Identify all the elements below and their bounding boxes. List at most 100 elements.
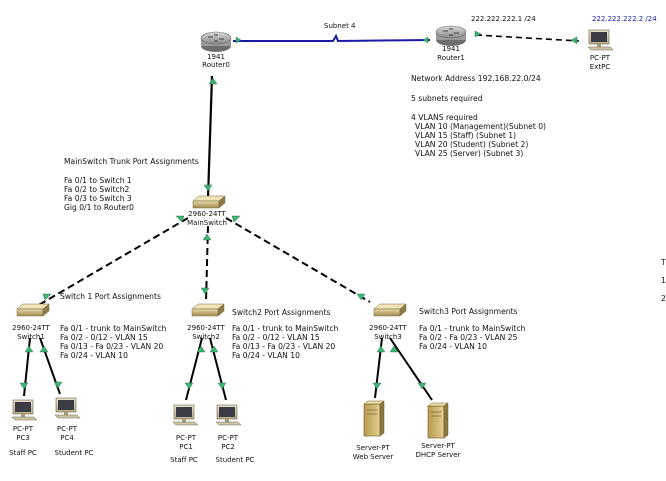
serial-link-subnet4[interactable] xyxy=(233,33,431,43)
router1[interactable]: 1941 Router1 xyxy=(435,25,467,62)
dhcpserver-name: DHCP Server xyxy=(416,451,461,459)
port-up-icon xyxy=(203,184,213,192)
port-up-icon xyxy=(231,215,241,223)
port-up-icon xyxy=(376,345,386,353)
pc1-name: PC1 xyxy=(179,443,193,451)
pc4[interactable]: PC-PT PC4 Student PC xyxy=(54,397,94,457)
network-info-notes: Network Address 192.168.22.0/24 5 subnet… xyxy=(411,74,546,158)
mainswitch-port-notes: MainSwitch Trunk Port Assignments Fa 0/1… xyxy=(64,157,199,212)
port-line: Fa 0/13 - Fa 0/23 - VLAN 20 xyxy=(60,342,163,351)
pc4-name: PC4 xyxy=(60,434,74,442)
vlan-line: VLAN 15 (Staff) (Subnet 1) xyxy=(415,131,516,140)
switch1[interactable]: 2960-24TT Switch1 xyxy=(12,303,51,341)
mainswitch-name: MainSwitch xyxy=(187,219,227,227)
pc2-model: PC-PT xyxy=(218,434,239,442)
dhcpserver-model: Server-PT xyxy=(421,442,455,450)
router0-model: 1941 xyxy=(207,53,225,61)
pc1[interactable]: PC-PT PC1 Staff PC xyxy=(170,404,199,464)
pc4-model: PC-PT xyxy=(57,425,78,433)
port-line: Fa 0/1 to Switch 1 xyxy=(64,176,132,185)
switch2[interactable]: 2960-24TT Switch2 xyxy=(187,303,226,341)
switch1-port-notes: Switch 1 Port Assignments Fa 0/1 - trunk… xyxy=(60,292,167,360)
pc3[interactable]: PC-PT PC3 Staff PC xyxy=(9,399,38,457)
port-line: Fa 0/1 - trunk to MainSwitch xyxy=(232,324,339,333)
port-up-icon xyxy=(372,382,382,390)
extpc-ip-label: 222.222.222.2 /24 xyxy=(592,15,657,23)
port-up-icon xyxy=(474,30,482,38)
link-router1-extpc[interactable] xyxy=(475,34,580,42)
link-mainswitch-switch3[interactable] xyxy=(225,217,371,303)
vlans-title: 4 VLANS required xyxy=(411,113,478,122)
port-up-icon xyxy=(175,215,185,223)
switch2-ports-title: Switch2 Port Assignments xyxy=(232,308,331,317)
pc2-role: Student PC xyxy=(216,456,255,464)
router0[interactable]: 1941 Router0 xyxy=(200,31,232,69)
port-line: Fa 0/2 - 0/12 - VLAN 15 xyxy=(232,333,320,342)
mainswitch-model: 2960-24TT xyxy=(188,210,226,218)
port-up-icon xyxy=(202,233,212,241)
vlan-line: VLAN 10 (Management)(Subnet 0) xyxy=(415,122,546,131)
link-switch3-dhcpserver[interactable] xyxy=(389,337,433,401)
router1-name: Router1 xyxy=(437,54,465,62)
port-up-icon xyxy=(196,345,206,353)
pc4-role: Student PC xyxy=(55,449,94,457)
port-line: Fa 0/24 - VLAN 10 xyxy=(232,351,300,360)
switch3-port-notes: Switch3 Port Assignments Fa 0/1 - trunk … xyxy=(419,307,526,351)
mainswitch-ports-title: MainSwitch Trunk Port Assignments xyxy=(64,157,199,166)
extpc-model: PC-PT xyxy=(590,54,611,62)
port-up-icon xyxy=(417,382,427,390)
network-address: Network Address 192.168.22.0/24 xyxy=(411,74,541,83)
extpc-name: ExtPC xyxy=(590,63,611,71)
vlan-line: VLAN 20 (Student) (Subnet 2) xyxy=(415,140,528,149)
link-switch2-pc2[interactable] xyxy=(209,337,227,401)
port-line: Fa 0/24 - VLAN 10 xyxy=(419,342,487,351)
webserver[interactable]: Server-PT Web Server xyxy=(353,400,394,461)
port-up-icon xyxy=(389,345,399,353)
switch1-ports-title: Switch 1 Port Assignments xyxy=(60,292,161,301)
router1-model: 1941 xyxy=(442,45,460,53)
pc3-model: PC-PT xyxy=(13,425,34,433)
port-line: Fa 0/2 to Switch2 xyxy=(64,185,130,194)
port-up-icon xyxy=(42,293,52,301)
port-line: Fa 0/24 - VLAN 10 xyxy=(60,351,128,360)
switch2-model: 2960-24TT xyxy=(187,324,225,332)
port-line: Fa 0/3 to Switch 3 xyxy=(64,194,132,203)
switch2-port-notes: Switch2 Port Assignments Fa 0/1 - trunk … xyxy=(232,308,339,360)
edge-fragment: 2 xyxy=(661,294,666,303)
switch2-name: Switch2 xyxy=(192,333,220,341)
port-status-indicators xyxy=(19,30,578,390)
port-up-icon xyxy=(235,36,242,44)
pc3-name: PC3 xyxy=(16,434,30,442)
port-line: Fa 0/13 - Fa 0/23 - VLAN 20 xyxy=(232,342,335,351)
port-up-icon xyxy=(200,287,210,295)
link-router0-mainswitch[interactable] xyxy=(206,75,214,199)
switch3-model: 2960-24TT xyxy=(369,324,407,332)
switch3-ports-title: Switch3 Port Assignments xyxy=(419,307,518,316)
port-up-icon xyxy=(39,345,49,353)
dhcpserver[interactable]: Server-PT DHCP Server xyxy=(416,402,461,459)
port-line: Fa 0/2 - 0/12 - VLAN 15 xyxy=(60,333,148,342)
mainswitch[interactable]: 2960-24TT MainSwitch xyxy=(187,195,227,227)
port-up-icon xyxy=(53,381,63,389)
webserver-model: Server-PT xyxy=(356,444,390,452)
edge-fragment: T xyxy=(660,258,666,267)
port-line: Fa 0/1 - trunk to MainSwitch xyxy=(60,324,167,333)
pc1-role: Staff PC xyxy=(170,456,198,464)
port-line: Fa 0/2 - Fa 0/23 - VLAN 25 xyxy=(419,333,518,342)
port-line: Gig 0/1 to Router0 xyxy=(64,203,134,212)
router0-name: Router0 xyxy=(202,61,230,69)
port-up-icon xyxy=(356,293,366,301)
switch1-model: 2960-24TT xyxy=(12,324,50,332)
extpc[interactable]: PC-PT ExtPC xyxy=(587,29,614,71)
port-up-icon xyxy=(217,382,227,390)
port-up-icon xyxy=(184,382,194,390)
switch3[interactable]: 2960-24TT Switch3 xyxy=(369,303,408,341)
pc2-name: PC2 xyxy=(221,443,235,451)
subnets-required: 5 subnets required xyxy=(411,94,483,103)
port-up-icon xyxy=(208,77,218,85)
vlan-line: VLAN 25 (Server) (Subnet 3) xyxy=(415,149,523,158)
pc2[interactable]: PC-PT PC2 Student PC xyxy=(215,404,255,464)
link-switch2-pc1[interactable] xyxy=(185,337,203,401)
link-mainswitch-switch1[interactable] xyxy=(36,217,189,307)
